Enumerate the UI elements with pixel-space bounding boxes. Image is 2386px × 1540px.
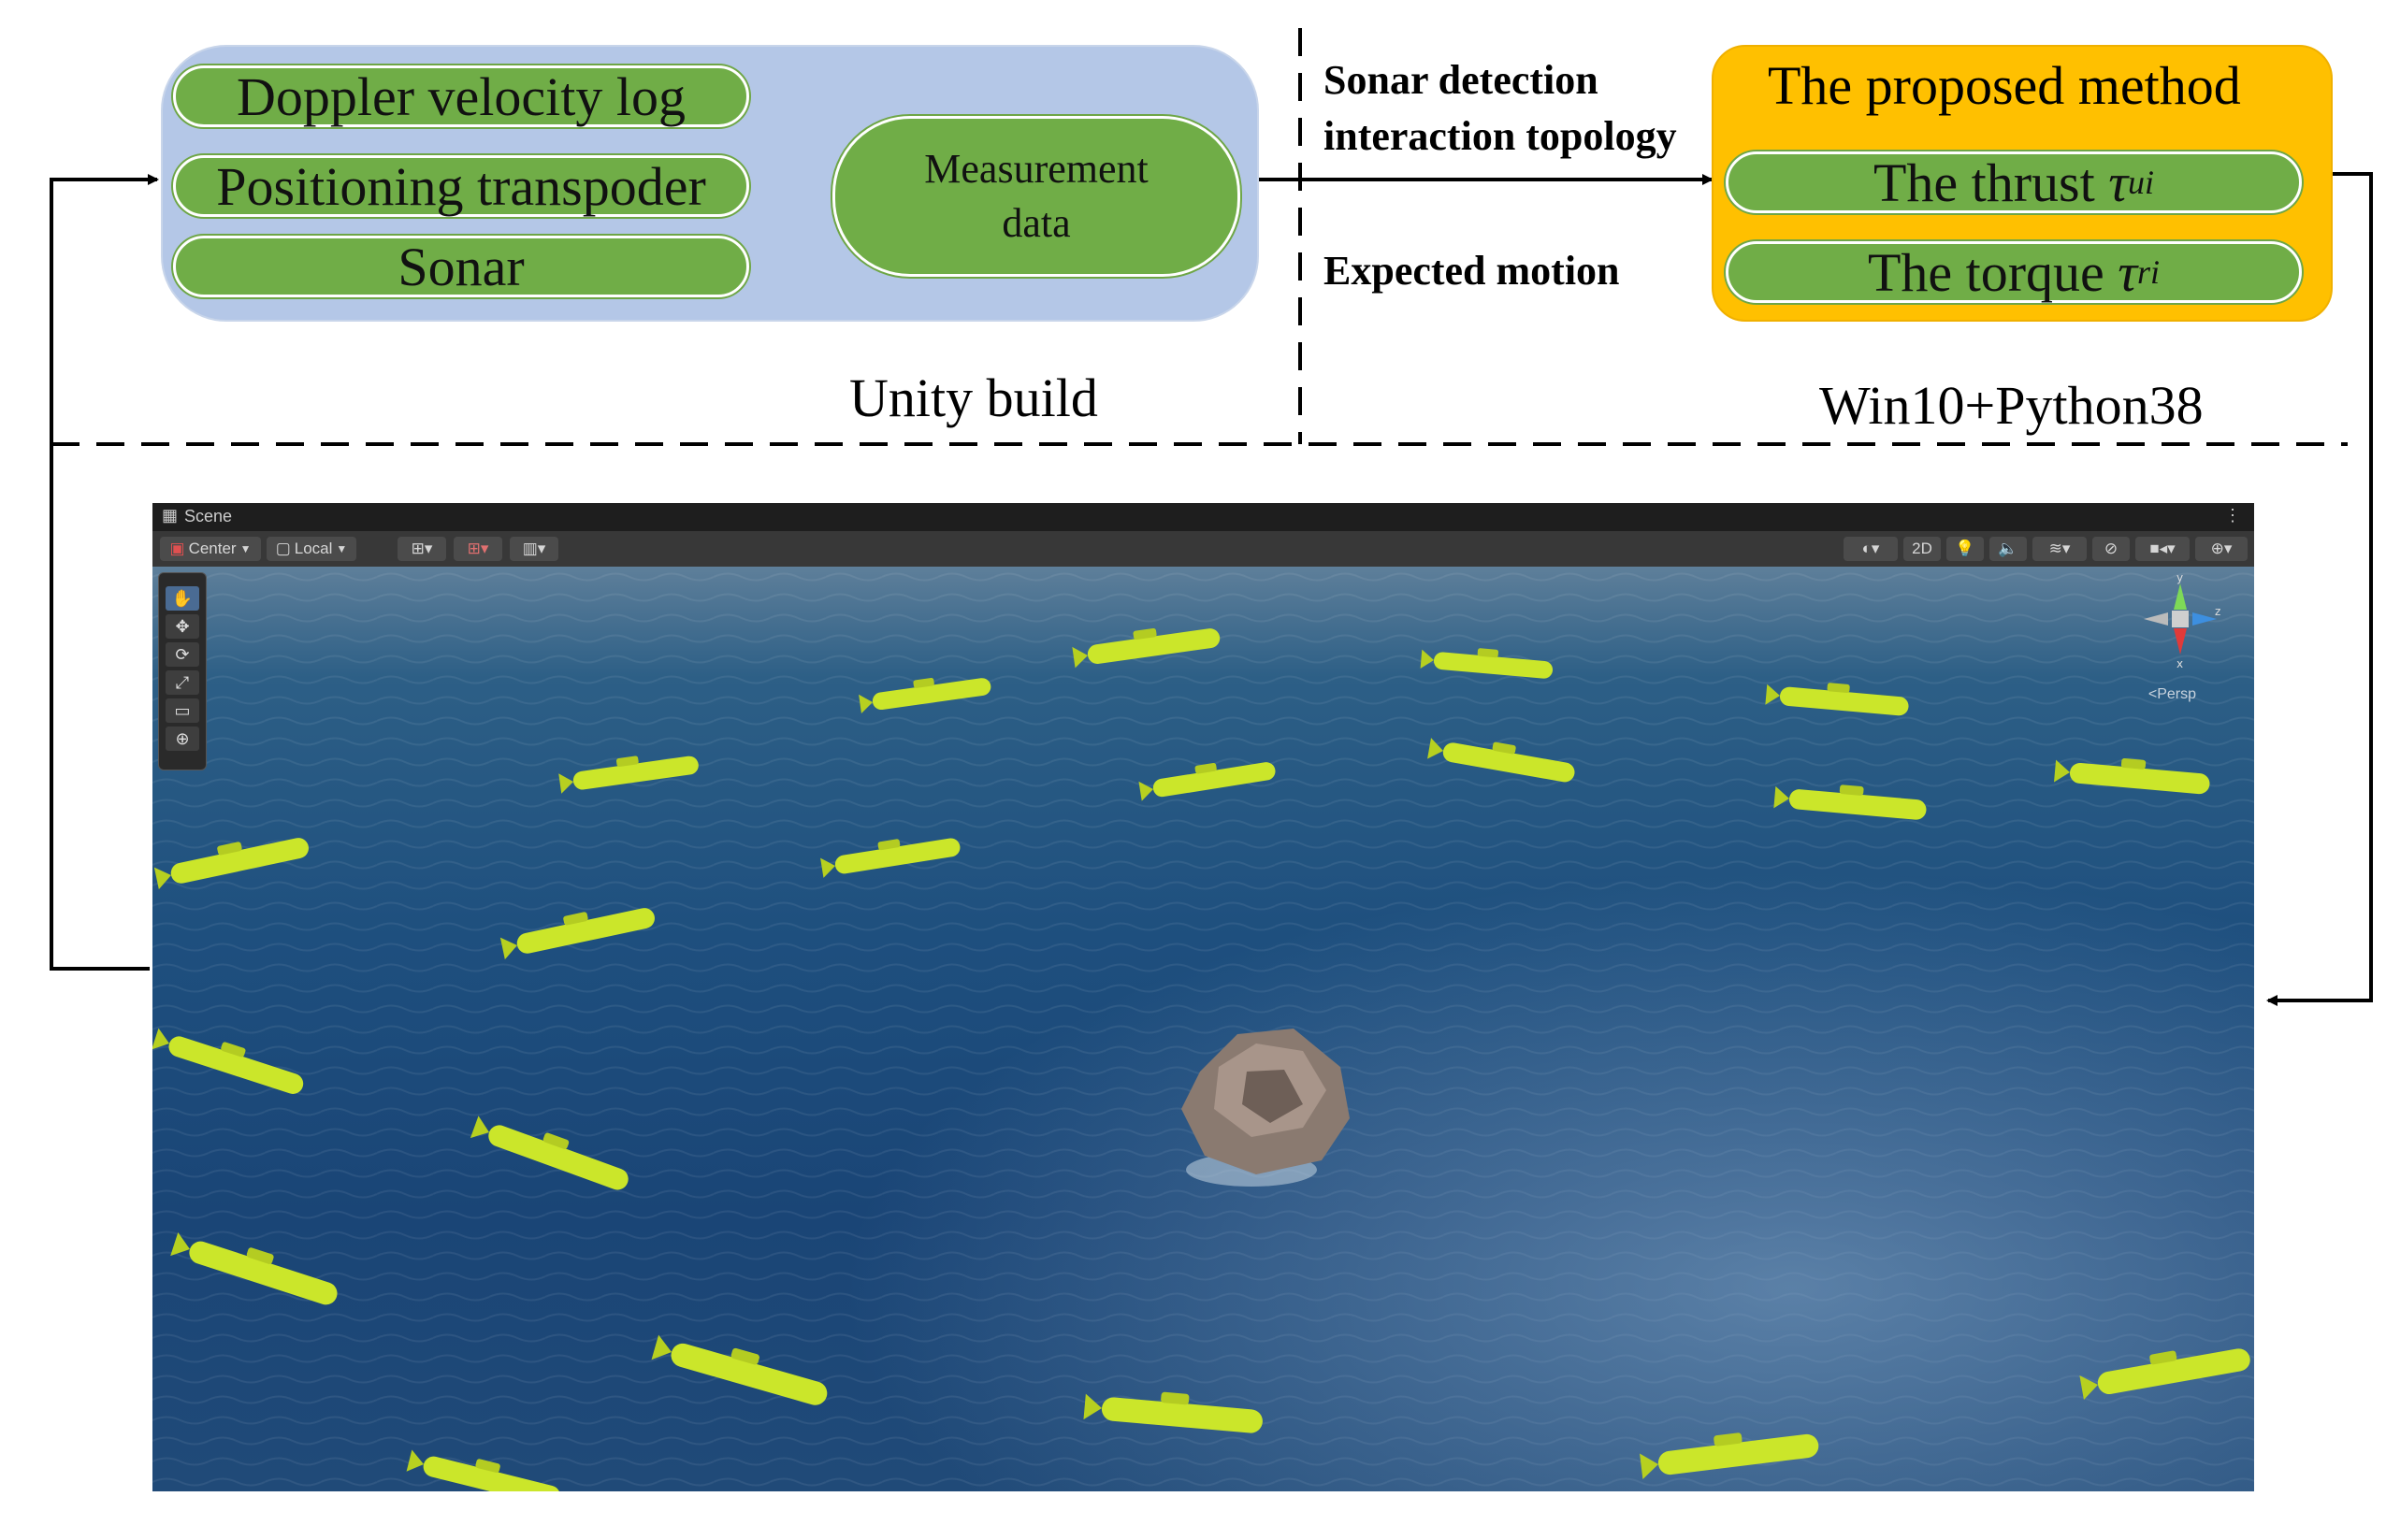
cube-icon: ▢: [275, 540, 291, 557]
measurement-line2: data: [1002, 200, 1071, 246]
shading-icon: ◐▾: [1861, 540, 1880, 557]
speaker-icon: 🔈: [1998, 540, 2018, 557]
pivot-center-button[interactable]: ▣ Center ▼: [160, 537, 261, 561]
unity-scene-view: ▦ Scene ⋮ ▣ Center ▼ ▢ Local ▼ ⊞▾ ⊞▾ ▥▾ …: [152, 503, 2254, 1491]
svg-text:z: z: [2215, 605, 2220, 618]
audio-button[interactable]: 🔈: [1989, 537, 2027, 561]
thrust-subscript: ui: [2128, 164, 2155, 201]
grid-snap-icon: ⊞▾: [411, 540, 433, 557]
method-caption: Win10+Python38: [1819, 375, 2204, 436]
auv: [1773, 779, 1929, 822]
pivot-icon: ▣: [169, 540, 185, 557]
auv: [1427, 730, 1578, 784]
auv: [152, 1021, 309, 1098]
auv-fleet: [152, 619, 2252, 1491]
label-interaction-topology: interaction topology: [1323, 113, 1677, 159]
eye-slash-icon: ⊘: [2104, 540, 2118, 557]
thrust-pill: The thrust τ ui: [1726, 151, 2302, 213]
increment-snap-icon: ⊞▾: [467, 540, 489, 557]
measurement-line1: Measurement: [924, 146, 1149, 192]
torque-subscript: ri: [2137, 253, 2161, 291]
auv: [1137, 753, 1278, 801]
more-options-icon[interactable]: ⋮: [2224, 506, 2241, 525]
label-sonar-detection: Sonar detection: [1323, 57, 1598, 103]
camera-icon: ■◂▾: [2149, 540, 2176, 557]
thrust-symbol: τ: [2108, 151, 2129, 213]
transform-icon[interactable]: ⊕: [166, 727, 199, 751]
toggle-2d-button[interactable]: 2D: [1903, 537, 1941, 561]
chevron-down-icon: ▼: [239, 542, 252, 555]
gizmos-button[interactable]: ⊕▾: [2195, 537, 2248, 561]
arrow-scene-to-unity: [50, 174, 159, 971]
svg-text:x: x: [2176, 657, 2183, 670]
hand-icon[interactable]: ✋: [166, 586, 199, 611]
camera-button[interactable]: ■◂▾: [2135, 537, 2190, 561]
ruler-icon: ▥▾: [522, 540, 546, 557]
rotate-icon[interactable]: ⟳: [166, 642, 199, 667]
ruler-button[interactable]: ▥▾: [510, 537, 558, 561]
increment-snap-button[interactable]: ⊞▾: [454, 537, 502, 561]
auv: [406, 1442, 565, 1491]
auv: [2077, 1337, 2252, 1401]
gizmo-axis-icon[interactable]: y z x: [2138, 574, 2222, 677]
sensor-dvl-label: Doppler velocity log: [236, 65, 686, 127]
pivot-center-label: Center: [188, 540, 237, 557]
auv: [499, 898, 658, 960]
auv: [1083, 1385, 1265, 1435]
lighting-button[interactable]: 💡: [1946, 537, 1984, 561]
label-expected-motion: Expected motion: [1323, 248, 1620, 294]
perspective-label[interactable]: <Persp: [2147, 686, 2196, 702]
sensor-sonar: Sonar: [173, 236, 749, 297]
effects-button[interactable]: ≋▾: [2032, 537, 2087, 561]
auv: [170, 1224, 343, 1309]
ocean-surface: [152, 567, 2254, 1491]
lightbulb-icon: 💡: [1955, 540, 1975, 557]
shading-mode-button[interactable]: ◐▾: [1844, 537, 1898, 561]
unity-caption: Unity build: [849, 367, 1098, 428]
auv: [470, 1108, 635, 1194]
sensor-sonar-label: Sonar: [398, 236, 525, 297]
torque-pill: The torque τ ri: [1726, 241, 2302, 303]
scene-toolbar: ▣ Center ▼ ▢ Local ▼ ⊞▾ ⊞▾ ▥▾ ◐▾ 2D 💡 🔈: [152, 531, 2254, 567]
torque-symbol: τ: [2118, 241, 2138, 303]
auv: [818, 829, 962, 878]
sensor-transponder: Positioning transpoder: [173, 155, 749, 217]
pivot-local-button[interactable]: ▢ Local ▼: [267, 537, 356, 561]
measurement-data-node: Measurement data: [832, 116, 1240, 277]
auv: [1420, 642, 1555, 681]
auv: [858, 669, 992, 713]
rock-icon: [1181, 1029, 1350, 1187]
auv: [651, 1326, 833, 1409]
chevron-down-icon: ▼: [336, 542, 348, 555]
scene-grid-icon: ▦: [162, 506, 179, 525]
scale-icon[interactable]: ⤢: [166, 670, 199, 695]
auv: [2054, 752, 2212, 797]
auv: [152, 828, 311, 890]
toggle-2d-label: 2D: [1912, 540, 1932, 557]
scene-tab-label[interactable]: Scene: [184, 507, 233, 525]
thrust-text: The thrust: [1873, 151, 2109, 213]
auv: [557, 747, 701, 794]
scene-tab-bar: ▦ Scene ⋮: [152, 503, 2254, 531]
torque-text: The torque: [1867, 241, 2118, 303]
svg-text:y: y: [2176, 574, 2183, 584]
auv: [1071, 619, 1222, 669]
auv: [1638, 1423, 1820, 1479]
move-icon[interactable]: ✥: [166, 614, 199, 639]
transform-tool-strip: ✋ ✥ ⟳ ⤢ ▭ ⊕: [158, 572, 207, 770]
gizmo-icon: ⊕▾: [2210, 540, 2233, 557]
method-title: The proposed method: [1768, 55, 2241, 116]
scene-viewport[interactable]: ✋ ✥ ⟳ ⤢ ▭ ⊕ y z x <Persp: [152, 567, 2254, 1491]
auv: [1765, 677, 1911, 718]
sensor-transponder-label: Positioning transpoder: [216, 155, 706, 217]
sensor-dvl: Doppler velocity log: [173, 65, 749, 127]
layers-icon: ≋▾: [2048, 540, 2071, 557]
arrow-method-to-scene: [2266, 172, 2373, 1006]
visibility-button[interactable]: ⊘: [2092, 537, 2130, 561]
grid-snap-button[interactable]: ⊞▾: [398, 537, 446, 561]
rect-icon[interactable]: ▭: [166, 698, 199, 723]
pivot-local-label: Local: [294, 540, 333, 557]
